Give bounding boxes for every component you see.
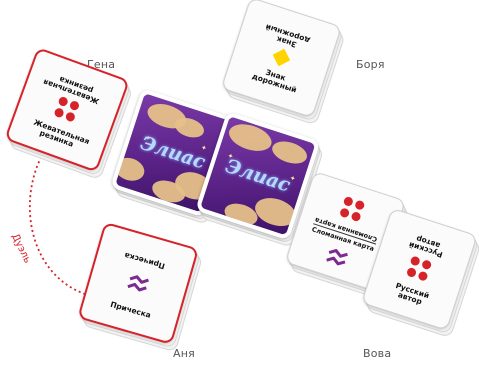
deck-logo: Элиас [223, 155, 293, 197]
anya-word-top: Прическа [99, 243, 192, 277]
deck-logo: Элиас [138, 132, 208, 174]
purple-zigzag-icon [125, 272, 151, 295]
anya-word-bottom: Прическа [84, 293, 177, 327]
red-dots-icon [339, 196, 367, 224]
purple-zigzag-icon [324, 245, 350, 269]
red-dots-icon [53, 96, 81, 124]
borya-word-bottom: Знак дорожный [227, 57, 321, 101]
red-dots-icon [406, 255, 434, 283]
yellow-diamond-icon [273, 49, 290, 66]
borya-word-top: Знак дорожный [241, 15, 335, 59]
